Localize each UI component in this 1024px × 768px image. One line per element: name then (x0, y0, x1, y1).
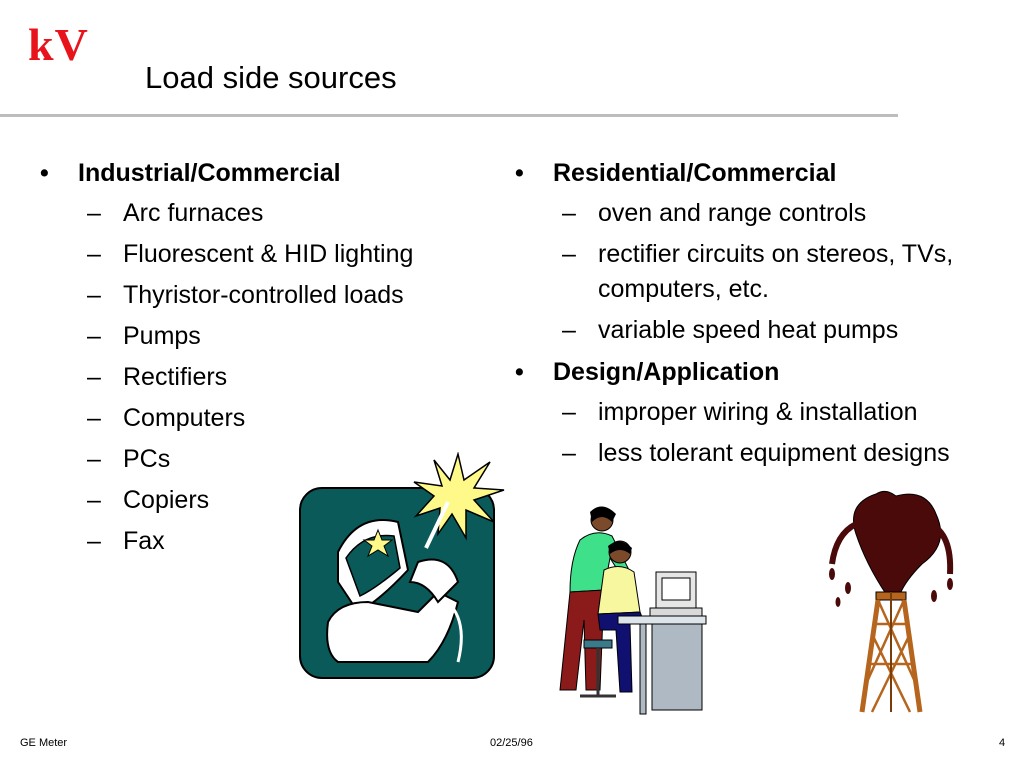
dash-mark: – (562, 316, 576, 344)
dash-mark: – (87, 404, 101, 432)
list-item-text: PCs (123, 445, 171, 473)
list-item: –Fluorescent & HID lighting (30, 237, 490, 272)
footer-date: 02/25/96 (490, 737, 533, 749)
list-item: –improper wiring & installation (505, 395, 995, 430)
dash-mark: – (87, 199, 101, 227)
list-item-text: Fax (123, 527, 165, 555)
list-item: –Pumps (30, 319, 490, 354)
footer-company: GE Meter (20, 737, 68, 749)
list-item: –Arc furnaces (30, 196, 490, 231)
list-item-text: Computers (123, 404, 246, 432)
dash-mark: – (87, 240, 101, 268)
dash-mark: – (87, 445, 101, 473)
list-item: –Copiers (30, 483, 490, 518)
dash-mark: – (562, 199, 576, 227)
dash-mark: – (562, 398, 576, 426)
title-divider (0, 114, 898, 117)
left-column: • Industrial/Commercial –Arc furnaces –F… (30, 155, 490, 565)
list-item: –Computers (30, 401, 490, 436)
dash-mark: – (562, 439, 576, 467)
list-item-text: Copiers (123, 486, 210, 514)
dash-mark: – (87, 486, 101, 514)
oil-derrick-clipart-icon (829, 490, 954, 713)
list-item-text: improper wiring & installation (598, 398, 918, 426)
office-workers-clipart-icon (559, 506, 707, 715)
list-item: –oven and range controls (505, 196, 995, 231)
bullet-residential-commercial: • Residential/Commercial (505, 155, 995, 191)
list-item-text: oven and range controls (598, 199, 867, 227)
right-column: • Residential/Commercial –oven and range… (505, 155, 995, 477)
list-item: –PCs (30, 442, 490, 477)
footer-page-number: 4 (999, 737, 1006, 749)
list-item-text: Thyristor-controlled loads (123, 281, 404, 309)
bullet-industrial-commercial: • Industrial/Commercial (30, 155, 490, 191)
list-item: –Rectifiers (30, 360, 490, 395)
list-item-text: Fluorescent & HID lighting (123, 240, 414, 268)
list-item-text: Arc furnaces (123, 199, 264, 227)
list-item-text: less tolerant equipment designs (598, 439, 950, 467)
dash-mark: – (87, 322, 101, 350)
list-item-text: rectifier circuits on stereos, TVs, comp… (598, 240, 954, 303)
slide-title: Load side sources (145, 60, 397, 95)
bullet-heading: Design/Application (553, 358, 780, 386)
bullet-heading: Industrial/Commercial (78, 159, 341, 187)
dash-mark: – (87, 363, 101, 391)
list-item: –variable speed heat pumps (505, 313, 995, 348)
dash-mark: – (87, 527, 101, 555)
bullet-heading: Residential/Commercial (553, 159, 837, 187)
list-item-text: Pumps (123, 322, 201, 350)
list-item: –rectifier circuits on stereos, TVs, com… (505, 237, 995, 307)
bullet-design-application: • Design/Application (505, 354, 995, 390)
list-item: –Fax (30, 524, 490, 559)
list-item-text: variable speed heat pumps (598, 316, 899, 344)
dash-mark: – (562, 240, 576, 268)
list-item-text: Rectifiers (123, 363, 228, 391)
bullet-mark: • (515, 159, 524, 187)
list-item: –less tolerant equipment designs (505, 436, 995, 471)
welder-clipart-icon (299, 452, 505, 679)
dash-mark: – (87, 281, 101, 309)
bullet-mark: • (40, 159, 49, 187)
bullet-mark: • (515, 358, 524, 386)
kv-logo: kV (28, 19, 89, 70)
list-item: –Thyristor-controlled loads (30, 278, 490, 313)
